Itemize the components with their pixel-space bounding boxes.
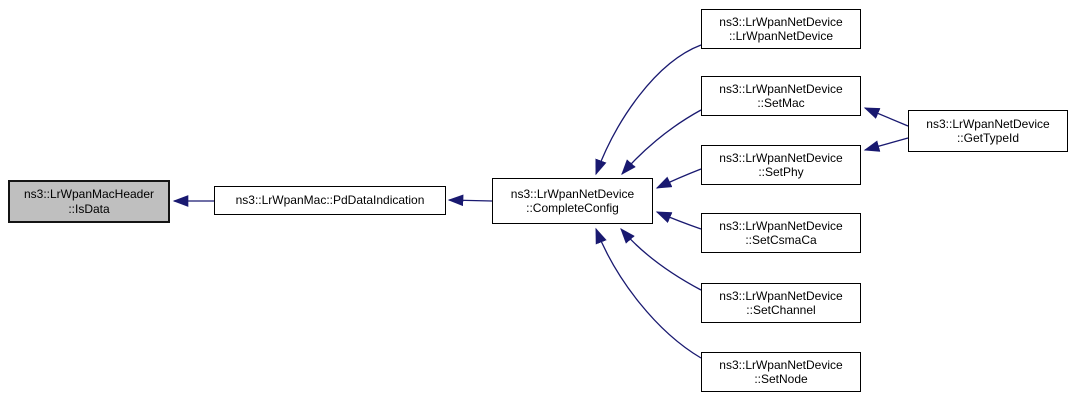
edge-completeconfig-pddataindication xyxy=(447,194,493,207)
node-setcsmaca[interactable]: ns3::LrWpanNetDevice ::SetCsmaCa xyxy=(701,213,861,253)
edge-setchannel-completeconfig xyxy=(620,228,702,291)
node-setmac-line2: ::SetMac xyxy=(757,96,805,110)
node-pddataindication-line1: ns3::LrWpanMac::PdDataIndication xyxy=(235,193,425,208)
node-setcsmaca-line2: ::SetCsmaCa xyxy=(745,233,817,247)
edge-constructor-completeconfig xyxy=(595,44,702,176)
edge-setmac-completeconfig xyxy=(621,109,702,175)
edge-gettypeid-setmac xyxy=(863,107,909,127)
node-constructor-line2: ::LrWpanNetDevice xyxy=(728,29,834,43)
node-setcsmaca-line1: ns3::LrWpanNetDevice xyxy=(719,218,843,233)
node-gettypeid-line2: ::GetTypeId xyxy=(956,131,1020,145)
node-completeconfig-line1: ns3::LrWpanNetDevice xyxy=(510,186,635,201)
node-setnode[interactable]: ns3::LrWpanNetDevice ::SetNode xyxy=(701,352,861,392)
node-isdata-line1: ns3::LrWpanMacHeader xyxy=(23,187,155,201)
node-setphy[interactable]: ns3::LrWpanNetDevice ::SetPhy xyxy=(701,145,861,185)
node-gettypeid-line1: ns3::LrWpanNetDevice xyxy=(926,116,1050,131)
node-setchannel-line2: ::SetChannel xyxy=(746,303,816,317)
node-setphy-line2: ::SetPhy xyxy=(758,165,804,179)
node-setmac[interactable]: ns3::LrWpanNetDevice ::SetMac xyxy=(701,76,861,116)
node-completeconfig-line2: ::CompleteConfig xyxy=(526,201,619,215)
node-pddataindication[interactable]: ns3::LrWpanMac::PdDataIndication xyxy=(214,186,446,215)
node-setnode-line1: ns3::LrWpanNetDevice xyxy=(719,357,843,372)
node-lrwpannetdevice-constructor[interactable]: ns3::LrWpanNetDevice ::LrWpanNetDevice xyxy=(701,9,861,49)
edge-setnode-completeconfig xyxy=(595,227,702,359)
node-completeconfig[interactable]: ns3::LrWpanNetDevice ::CompleteConfig xyxy=(492,178,653,224)
node-setphy-line1: ns3::LrWpanNetDevice xyxy=(719,150,843,165)
node-isdata-line2: ::IsData xyxy=(68,201,110,216)
edge-setcsmaca-completeconfig xyxy=(655,211,702,230)
node-gettypeid[interactable]: ns3::LrWpanNetDevice ::GetTypeId xyxy=(908,110,1068,152)
node-setchannel-line1: ns3::LrWpanNetDevice xyxy=(719,288,843,303)
edge-setphy-completeconfig xyxy=(655,168,702,189)
node-setnode-line2: ::SetNode xyxy=(754,372,808,386)
node-setmac-line1: ns3::LrWpanNetDevice xyxy=(719,81,843,96)
node-setchannel[interactable]: ns3::LrWpanNetDevice ::SetChannel xyxy=(701,283,861,323)
node-isdata: ns3::LrWpanMacHeader ::IsData xyxy=(8,180,170,223)
node-constructor-line1: ns3::LrWpanNetDevice xyxy=(719,14,843,29)
edge-gettypeid-setphy xyxy=(863,137,909,152)
